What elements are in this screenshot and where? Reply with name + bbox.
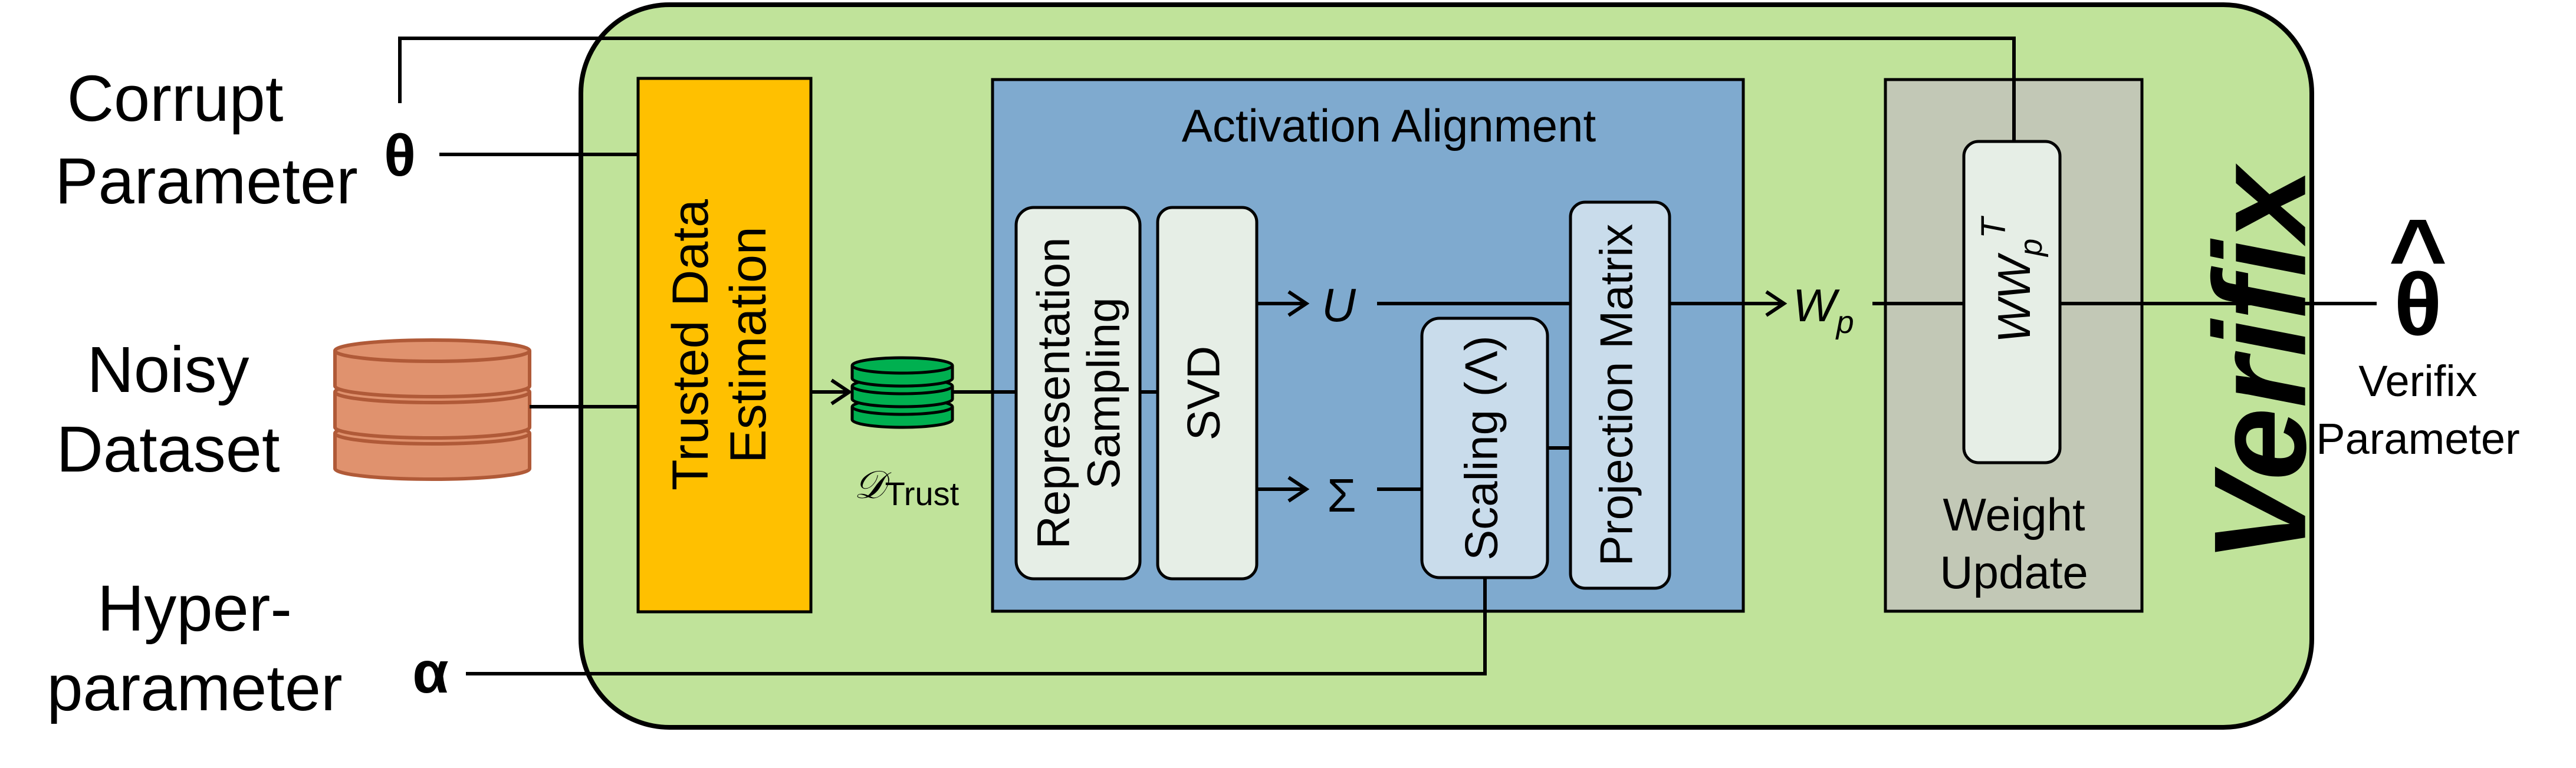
- wp-label: Wp: [1793, 279, 1854, 340]
- activation-alignment-title: Activation Alignment: [1182, 100, 1596, 151]
- svd-label: SVD: [1178, 346, 1230, 440]
- hyperparameter-input: Hyper- parameter α: [47, 572, 448, 724]
- formula-sub: p: [2013, 239, 2049, 258]
- trust-subscript: Trust: [885, 475, 960, 512]
- rep-sampling-line1: Representation: [1027, 237, 1079, 549]
- wp-symbol: W: [1793, 279, 1840, 331]
- theta-bypass-line: [398, 37, 2016, 141]
- output-theta: θ: [2394, 255, 2442, 354]
- verifix-title: Verifix: [2187, 163, 2334, 563]
- output-hat: ^: [2388, 199, 2447, 311]
- rep-sampling-line2: Sampling: [1077, 297, 1129, 489]
- arrowhead-trustset: [830, 378, 853, 406]
- arrowhead-sigma: [1287, 476, 1310, 503]
- trusted-data-estimation-block: [636, 77, 813, 614]
- formula-base: WW: [1988, 252, 2040, 343]
- formula-sup: T: [1974, 216, 2013, 239]
- database-icon: [333, 338, 531, 481]
- trusted-label-line1: Trusted Data: [662, 199, 719, 490]
- scaling-label: Scaling (Λ): [1455, 335, 1507, 561]
- output-label-line2: Parameter: [2316, 414, 2519, 463]
- weight-update-line1: Weight: [1943, 489, 2085, 540]
- hyper-label-line1: Hyper-: [97, 572, 292, 645]
- noisy-dataset-input: Noisy Dataset: [56, 334, 531, 486]
- weight-update-line2: Update: [1940, 546, 2088, 598]
- alpha-symbol: α: [412, 640, 448, 706]
- wp-subscript: p: [1835, 305, 1854, 340]
- arrowhead-wp: [1765, 290, 1788, 317]
- hyper-label-line2: parameter: [47, 652, 342, 724]
- sigma-symbol: Σ: [1327, 469, 1356, 522]
- corrupt-label-line2: Parameter: [55, 145, 358, 217]
- output-label-line1: Verifix: [2358, 357, 2478, 406]
- theta-symbol: θ: [384, 123, 416, 189]
- projection-matrix-box: [1569, 200, 1671, 590]
- trust-dataset-icon: [850, 356, 954, 429]
- alpha-to-scaling-line: [466, 578, 1487, 675]
- connectors: [398, 37, 2377, 675]
- corrupt-label-line1: Corrupt: [67, 62, 284, 135]
- u-symbol: U: [1322, 279, 1356, 331]
- noisy-label-line1: Noisy: [87, 334, 249, 406]
- noisy-label-line2: Dataset: [56, 413, 280, 486]
- arrowhead-u: [1287, 290, 1310, 317]
- projection-matrix-label: Projection Matrix: [1591, 224, 1642, 566]
- trusted-label-line2: Estimation: [720, 226, 777, 463]
- corrupt-parameter-input: Corrupt Parameter θ: [55, 62, 416, 217]
- weight-formula: WWpT: [1974, 216, 2049, 343]
